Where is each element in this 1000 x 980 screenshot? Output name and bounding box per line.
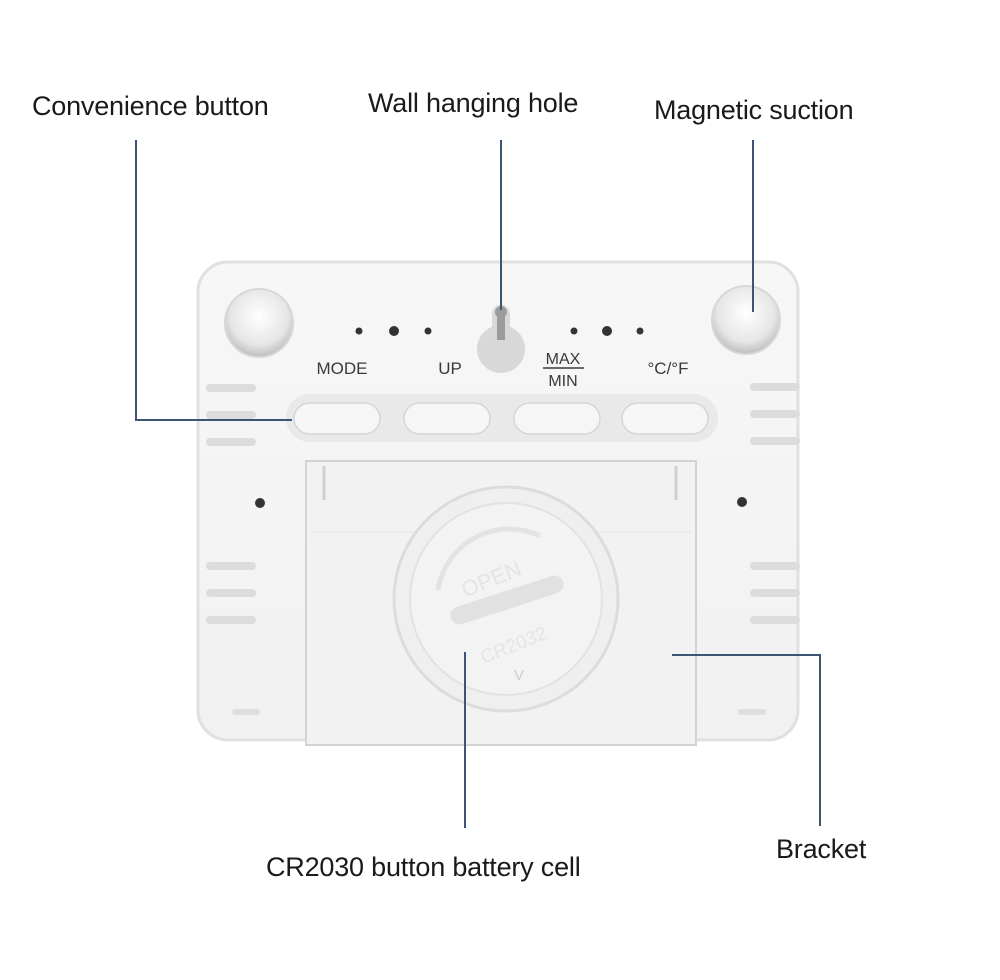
callout-battery-cell: CR2030 button battery cell xyxy=(266,852,581,882)
magnet-right xyxy=(711,285,781,355)
button-label-up: UP xyxy=(438,359,462,378)
leader-line-convenience xyxy=(135,140,292,421)
unit-button[interactable] xyxy=(621,402,709,435)
leader-line-bracket xyxy=(672,654,821,826)
button-label-mode: MODE xyxy=(317,359,368,378)
corner-slot-right xyxy=(738,709,766,715)
mode-button[interactable] xyxy=(293,402,381,435)
callout-convenience-button: Convenience button xyxy=(32,91,269,121)
vent-slots-right xyxy=(750,383,800,624)
leader-lines xyxy=(135,140,821,828)
screw-dot-right xyxy=(737,497,747,507)
button-recess xyxy=(286,394,718,442)
screw-dot-left xyxy=(255,498,265,508)
wall-hanging-hole xyxy=(477,305,525,373)
button-label-unit: °C/°F xyxy=(648,359,689,378)
battery-cover[interactable]: OPEN CR2032 V xyxy=(392,485,620,713)
magnet-left xyxy=(224,288,294,358)
callout-wall-hanging-hole: Wall hanging hole xyxy=(368,88,579,118)
max-min-button[interactable] xyxy=(513,402,601,435)
battery-arrow-mark: V xyxy=(514,667,524,684)
button-label-min: MIN xyxy=(548,373,577,390)
callout-magnetic-suction: Magnetic suction xyxy=(654,95,854,125)
up-button[interactable] xyxy=(403,402,491,435)
vent-slots-left xyxy=(206,384,256,624)
button-label-max: MAX xyxy=(546,351,581,368)
indicator-dots xyxy=(355,326,644,336)
callout-bracket: Bracket xyxy=(776,834,867,864)
corner-slot-left xyxy=(232,709,260,715)
